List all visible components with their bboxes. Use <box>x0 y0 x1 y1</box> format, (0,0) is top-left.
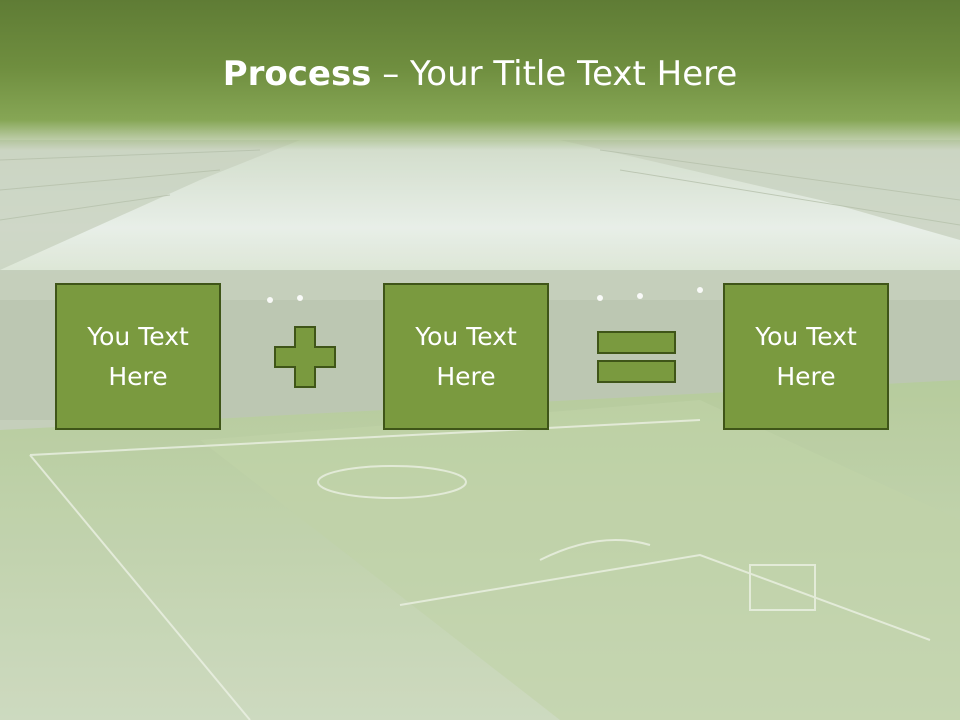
title-text: – Your Title Text Here <box>371 54 738 94</box>
plus-icon <box>274 326 336 388</box>
process-box-1-label: You Text Here <box>87 321 189 391</box>
equals-icon <box>597 331 676 383</box>
process-box-2[interactable]: You Text Here <box>383 283 549 430</box>
slide-title: Process – Your Title Text Here <box>0 52 960 96</box>
process-box-3-label: You Text Here <box>755 321 857 391</box>
title-band <box>0 0 960 150</box>
process-box-2-label: You Text Here <box>415 321 517 391</box>
title-bold-text: Process <box>222 54 372 94</box>
process-box-1[interactable]: You Text Here <box>55 283 221 430</box>
process-box-3[interactable]: You Text Here <box>723 283 889 430</box>
